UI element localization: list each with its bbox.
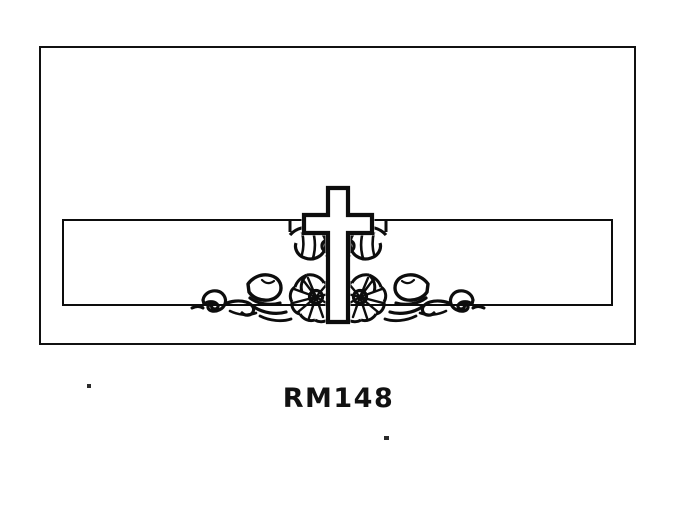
outer-frame-rectangle xyxy=(39,46,636,345)
right-c-scroll-tail xyxy=(418,289,486,317)
left-c-scroll-tail xyxy=(190,289,258,317)
scan-speck-left xyxy=(87,384,91,388)
latin-cross xyxy=(301,185,375,325)
right-leaf-cup xyxy=(383,273,430,323)
left-leaf-cup xyxy=(246,273,293,323)
scan-speck-lower xyxy=(384,436,389,440)
drawing-caption: RM148 xyxy=(282,383,395,414)
cross-floral-ornament xyxy=(190,180,486,330)
